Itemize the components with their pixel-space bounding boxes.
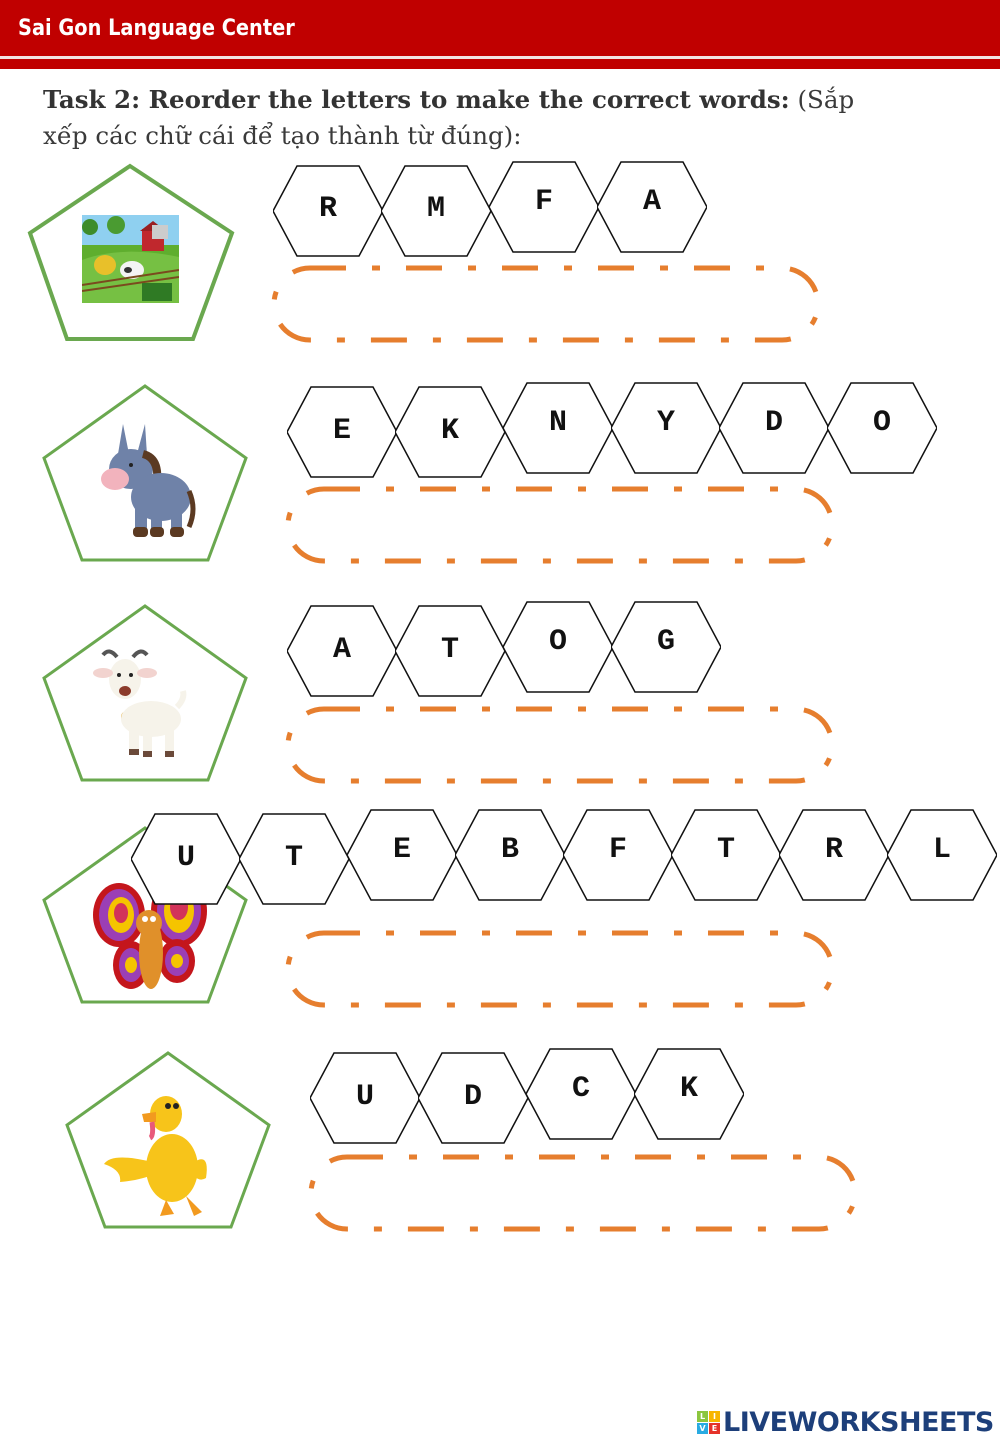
logo-text: LIVEWORKSHEETS: [723, 1406, 994, 1438]
logo-block: I: [709, 1410, 720, 1422]
answer-input[interactable]: [300, 278, 794, 330]
goat-picture: [89, 647, 189, 761]
letter-tile[interactable]: F: [563, 809, 673, 901]
letter-tile[interactable]: E: [287, 386, 397, 478]
letter-tile[interactable]: O: [827, 382, 937, 474]
letter: C: [571, 1072, 590, 1106]
letter: F: [608, 833, 627, 867]
letter: D: [463, 1080, 482, 1114]
pentagon-frame: [64, 1050, 272, 1230]
logo-blocks-icon: L I V E: [697, 1410, 720, 1434]
farm-picture: [82, 215, 179, 303]
letter-tile[interactable]: Y: [611, 382, 721, 474]
header-divider: [0, 56, 1000, 59]
letter: A: [332, 633, 351, 667]
letter: K: [440, 414, 459, 448]
letter: B: [500, 833, 519, 867]
task-translation-start: (Sắp: [797, 85, 855, 114]
letter-tile[interactable]: D: [418, 1052, 528, 1144]
task-translation-rest: xếp các chữ cái để tạo thành từ đúng):: [43, 121, 522, 150]
letter: O: [872, 406, 891, 440]
letter-tile[interactable]: B: [455, 809, 565, 901]
answer-field[interactable]: [270, 264, 822, 344]
letter: L: [932, 833, 951, 867]
letter-tile[interactable]: A: [287, 605, 397, 697]
answer-input[interactable]: [337, 1167, 831, 1219]
answer-field[interactable]: [284, 705, 836, 785]
letter: D: [764, 406, 783, 440]
letter-tile[interactable]: N: [503, 382, 613, 474]
letter: O: [548, 625, 567, 659]
letter: F: [534, 185, 553, 219]
letter: E: [392, 833, 411, 867]
letter-tile[interactable]: M: [381, 165, 491, 257]
letter: E: [332, 414, 351, 448]
letter-tile[interactable]: K: [395, 386, 505, 478]
pentagon-frame: [41, 383, 249, 563]
header-bar: Sai Gon Language Center: [0, 0, 1000, 56]
liveworksheets-logo: L I V E LIVEWORKSHEETS: [697, 1406, 994, 1438]
header-title: Sai Gon Language Center: [18, 16, 295, 41]
letter-tile[interactable]: T: [671, 809, 781, 901]
letter: T: [284, 841, 303, 875]
task-instructions: Task 2: Reorder the letters to make the …: [43, 82, 973, 154]
letter-tile[interactable]: U: [310, 1052, 420, 1144]
letter-tile[interactable]: T: [395, 605, 505, 697]
letter-tile[interactable]: U: [131, 813, 241, 905]
answer-field[interactable]: [284, 929, 836, 1009]
logo-block: E: [709, 1422, 720, 1434]
letter: U: [176, 841, 195, 875]
pentagon-frame: [27, 163, 235, 343]
letter-tile[interactable]: T: [239, 813, 349, 905]
letter: R: [318, 192, 337, 226]
letter-tile[interactable]: R: [273, 165, 383, 257]
letter: K: [679, 1072, 698, 1106]
answer-field[interactable]: [307, 1153, 859, 1233]
answer-field[interactable]: [284, 485, 836, 565]
logo-block: V: [697, 1422, 708, 1434]
donkey-picture: [93, 419, 198, 539]
letter-tile[interactable]: O: [503, 601, 613, 693]
logo-block: L: [697, 1410, 708, 1422]
letter-tile[interactable]: E: [347, 809, 457, 901]
letter-tile[interactable]: C: [526, 1048, 636, 1140]
letter: R: [824, 833, 843, 867]
letter: T: [716, 833, 735, 867]
letter-tile[interactable]: A: [597, 161, 707, 253]
letter: T: [440, 633, 459, 667]
letter: N: [548, 406, 567, 440]
letter-tile[interactable]: D: [719, 382, 829, 474]
letter-tile[interactable]: R: [779, 809, 889, 901]
header-band: [0, 59, 1000, 69]
task-label: Task 2: Reorder the letters to make the …: [43, 85, 790, 114]
letter-tile[interactable]: K: [634, 1048, 744, 1140]
duck-picture: [102, 1092, 214, 1220]
answer-input[interactable]: [314, 499, 808, 551]
letter-tile[interactable]: L: [887, 809, 997, 901]
letter-tile[interactable]: F: [489, 161, 599, 253]
letter: Y: [656, 406, 675, 440]
letter: A: [642, 185, 661, 219]
letter: M: [426, 192, 445, 226]
letter: U: [355, 1080, 374, 1114]
answer-input[interactable]: [314, 719, 808, 771]
answer-input[interactable]: [314, 943, 808, 995]
letter: G: [656, 625, 675, 659]
pentagon-frame: [41, 603, 249, 783]
letter-tile[interactable]: G: [611, 601, 721, 693]
